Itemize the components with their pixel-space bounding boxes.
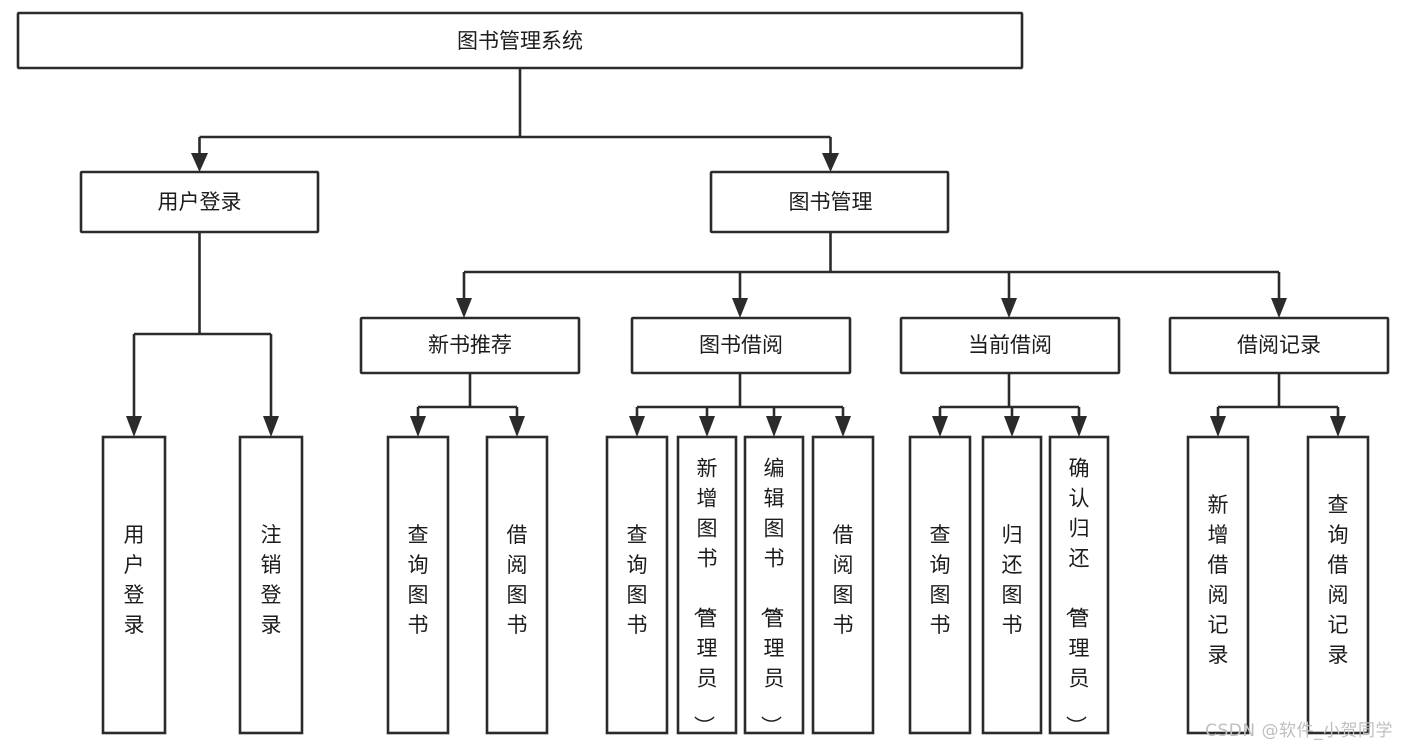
leaf-user-login-label: 用户登录 — [124, 523, 145, 637]
leaf-query-book-3-box[interactable] — [908, 435, 972, 735]
arrow-head-current-borrow — [1001, 298, 1017, 318]
arrow-head-borrow-record — [1271, 298, 1287, 318]
node-current-borrow[interactable]: 当前借阅 — [899, 316, 1121, 375]
leaf-add-book-box[interactable] — [676, 435, 738, 735]
node-root-box[interactable] — [16, 11, 1024, 70]
leaf-query-book-2-box[interactable] — [605, 435, 669, 735]
leaf-query-record-label: 查询借阅记录 — [1328, 493, 1349, 667]
arrow-head-new-book-rec — [456, 298, 472, 318]
node-new-book-rec[interactable]: 新书推荐 — [359, 316, 581, 375]
arrow-head-leaf-query-record — [1330, 416, 1346, 437]
node-new-book-rec-box[interactable] — [359, 316, 581, 375]
leaf-confirm-return-label: 确认归还（管理员） — [1064, 456, 1090, 736]
node-borrow-record-box[interactable] — [1168, 316, 1390, 375]
arrow-head-leaf-user-login — [126, 416, 142, 437]
leaf-query-book-1-box[interactable] — [386, 435, 450, 735]
arrow-head-leaf-edit-book — [766, 416, 782, 437]
leaf-query-book-2[interactable]: 查询图书 — [605, 435, 669, 735]
leaf-query-book-2-label: 查询图书 — [627, 523, 648, 637]
leaf-confirm-return-box[interactable] — [1048, 435, 1110, 735]
leaf-edit-book[interactable]: 编辑图书（管理员） — [743, 435, 805, 736]
leaf-edit-book-label: 编辑图书（管理员） — [759, 456, 785, 736]
leaf-borrow-book-1-label: 借阅图书 — [507, 523, 528, 637]
leaf-query-book-3-label: 查询图书 — [930, 523, 951, 637]
leaf-query-record-box[interactable] — [1306, 435, 1370, 735]
arrow-head-leaf-query-book-1 — [410, 416, 426, 437]
node-user-login-box[interactable] — [79, 170, 320, 234]
leaf-borrow-book-1[interactable]: 借阅图书 — [485, 435, 549, 735]
node-user-login[interactable]: 用户登录 — [79, 170, 320, 234]
node-current-borrow-label: 当前借阅 — [968, 333, 1052, 357]
leaf-edit-book-box[interactable] — [743, 435, 805, 735]
node-book-borrow-box[interactable] — [630, 316, 852, 375]
leaf-user-login-box[interactable] — [101, 435, 167, 735]
leaf-add-record[interactable]: 新增借阅记录 — [1186, 435, 1250, 735]
leaf-add-book[interactable]: 新增图书（管理员） — [676, 435, 738, 736]
leaf-query-book-3[interactable]: 查询图书 — [908, 435, 972, 735]
leaf-return-book-box[interactable] — [981, 435, 1043, 735]
node-new-book-rec-label: 新书推荐 — [428, 333, 512, 357]
node-book-borrow-label: 图书借阅 — [699, 333, 783, 357]
leaf-logout[interactable]: 注销登录 — [238, 435, 304, 735]
node-user-login-label: 用户登录 — [158, 190, 242, 214]
leaf-borrow-book-2-box[interactable] — [811, 435, 875, 735]
arrow-head-leaf-add-book — [699, 416, 715, 437]
leaf-return-book-label: 归还图书 — [1002, 523, 1023, 637]
arrow-head-leaf-return-book — [1004, 416, 1020, 437]
node-book-borrow[interactable]: 图书借阅 — [630, 316, 852, 375]
leaf-query-record[interactable]: 查询借阅记录 — [1306, 435, 1370, 735]
node-book-manage-label: 图书管理 — [789, 190, 873, 214]
node-borrow-record[interactable]: 借阅记录 — [1168, 316, 1390, 375]
arrow-head-leaf-query-book-3 — [932, 416, 948, 437]
node-root-label: 图书管理系统 — [457, 29, 583, 53]
node-borrow-record-label: 借阅记录 — [1237, 333, 1321, 357]
leaf-return-book[interactable]: 归还图书 — [981, 435, 1043, 735]
leaf-add-record-label: 新增借阅记录 — [1208, 493, 1229, 667]
arrow-head-book-borrow — [732, 298, 748, 318]
node-root[interactable]: 图书管理系统 — [16, 11, 1024, 70]
leaf-confirm-return[interactable]: 确认归还（管理员） — [1048, 435, 1110, 736]
arrow-head-user-login — [191, 153, 208, 172]
arrow-head-leaf-logout — [263, 416, 279, 437]
leaf-query-book-1-label: 查询图书 — [408, 523, 429, 637]
leaf-borrow-book-2[interactable]: 借阅图书 — [811, 435, 875, 735]
leaf-query-book-1[interactable]: 查询图书 — [386, 435, 450, 735]
node-current-borrow-box[interactable] — [899, 316, 1121, 375]
arrow-head-leaf-add-record — [1210, 416, 1226, 437]
node-book-manage-box[interactable] — [709, 170, 950, 234]
leaf-user-login[interactable]: 用户登录 — [101, 435, 167, 735]
leaf-logout-label: 注销登录 — [261, 523, 282, 637]
node-book-manage[interactable]: 图书管理 — [709, 170, 950, 234]
leaf-add-record-box[interactable] — [1186, 435, 1250, 735]
leaf-borrow-book-2-label: 借阅图书 — [833, 523, 854, 637]
leaf-logout-box[interactable] — [238, 435, 304, 735]
arrow-head-leaf-confirm-return — [1071, 416, 1087, 437]
arrow-head-leaf-borrow-book-2 — [835, 416, 851, 437]
leaf-borrow-book-1-box[interactable] — [485, 435, 549, 735]
arrow-head-leaf-borrow-book-1 — [509, 416, 525, 437]
arrow-head-book-manage — [822, 153, 839, 172]
leaf-layer: 用户登录 注销登录 查询图书 借阅图书 查询图书 新增图书（管理员） 编辑图书（管理员） 借阅… — [101, 435, 1370, 736]
leaf-add-book-label: 新增图书（管理员） — [692, 456, 718, 736]
csdn-watermark: CSDN @软件_小贺同学 — [1205, 721, 1393, 741]
connector-layer — [126, 68, 1346, 437]
arrow-head-leaf-query-book-2 — [629, 416, 645, 437]
